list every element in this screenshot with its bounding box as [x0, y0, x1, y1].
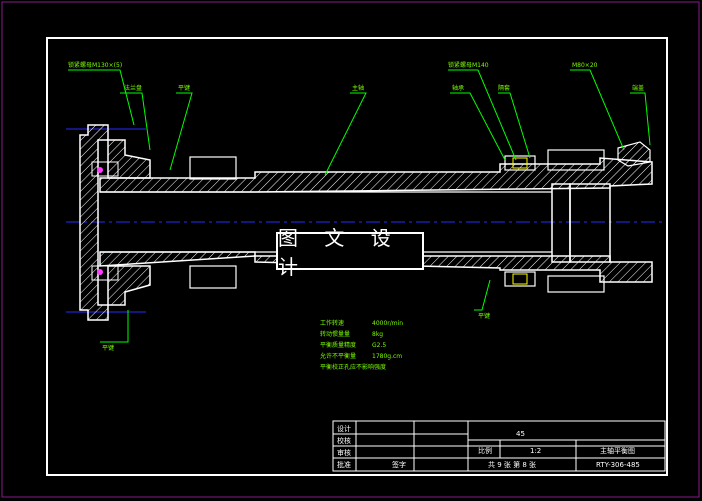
callout-lock-nut-m140: 锁紧螺母M140	[448, 61, 489, 69]
left-flange-assembly	[79, 124, 151, 321]
tech-req-label-3: 允许不平衡量	[320, 352, 356, 360]
tech-req-value-1: 8kg	[372, 331, 383, 338]
title-material: 45	[516, 430, 525, 438]
callout-m80: M80×20	[572, 62, 598, 69]
title-row-designer: 设计	[337, 424, 351, 433]
title-block	[332, 420, 666, 472]
callout-flat-key-top: 平键	[178, 84, 190, 92]
title-row-reviewer: 审核	[337, 448, 351, 457]
callout-flat-key-bottom-right: 平键	[478, 312, 490, 320]
drawing-border	[46, 37, 668, 476]
tech-req-label-0: 工作转速	[320, 319, 344, 327]
title-signature-label: 签字	[392, 460, 406, 469]
callout-flat-key-bottom-left: 平键	[102, 344, 114, 352]
callout-lock-nut-m130: 锁紧螺母M130×(5)	[68, 61, 122, 69]
title-scale-value: 1:2	[530, 447, 541, 455]
bearing-housing-bottom	[189, 265, 237, 289]
tech-req-label-4: 平衡校正孔应不影响强度	[320, 363, 386, 371]
bearing-housing-top	[189, 156, 237, 180]
callout-flange: 法兰盘	[124, 84, 142, 92]
title-drawing-name: 主轴平衡图	[600, 446, 635, 455]
pink-marker-bottom	[97, 269, 103, 275]
callout-bearing: 轴承	[452, 84, 464, 92]
title-sheet-info: 共 9 张 第 8 张	[488, 460, 536, 469]
title-row-checker: 校核	[337, 436, 351, 445]
main-shaft-section	[99, 157, 653, 283]
title-scale-label: 比例	[478, 446, 492, 455]
tech-req-value-0: 4000r/min	[372, 320, 403, 327]
pink-marker-top	[97, 167, 103, 173]
title-row-approver: 批准	[337, 460, 351, 469]
tech-req-label-1: 转动惯量量	[320, 330, 350, 338]
tech-req-value-2: G2.5	[372, 342, 386, 349]
title-drawing-number: RTY-306-485	[596, 461, 640, 469]
leader-lines	[68, 69, 651, 343]
right-bearing-group	[504, 141, 651, 293]
tech-req-value-3: 1780g.cm	[372, 353, 402, 360]
tech-requirements: 工作转速 4000r/min 转动惯量量 8kg 平衡质量精度 G2.5 允许不…	[320, 319, 403, 371]
watermark-label: 图 文 设 计	[276, 226, 424, 279]
callout-spacer: 隔套	[498, 84, 510, 92]
tech-req-label-2: 平衡质量精度	[320, 341, 356, 349]
callout-spindle: 主轴	[352, 84, 364, 92]
callout-end-cap: 端盖	[632, 84, 644, 92]
